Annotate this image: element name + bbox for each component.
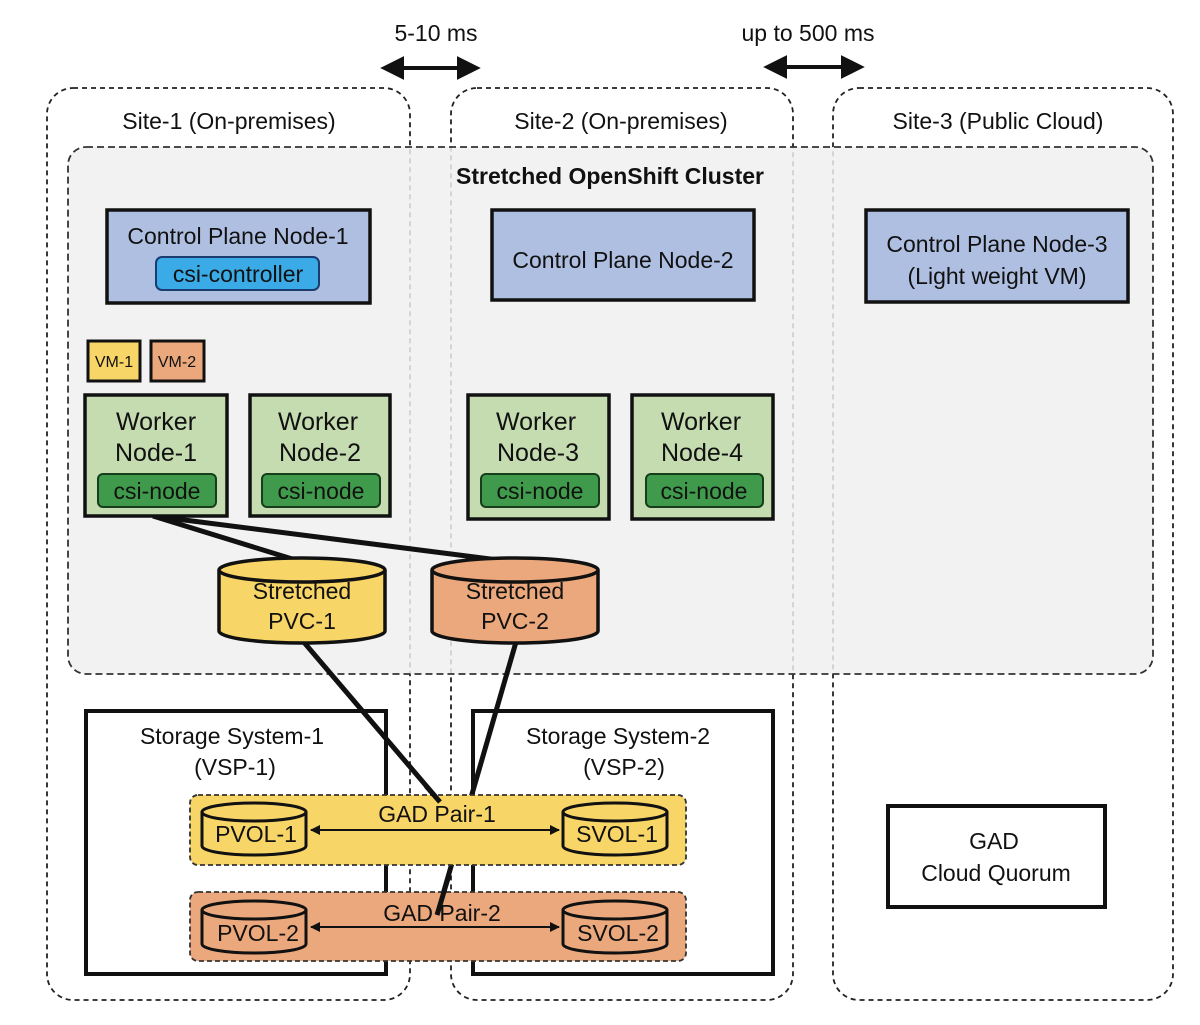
link-worker1-pvc1 [152,513,303,565]
worker-node-3-csi-node-badge [480,473,600,508]
gad-cloud-quorum-label-line1: GAD [969,828,1019,854]
stretched-pvc-2-label-line1: Stretched [466,578,564,604]
pvol-1-volume: PVOL-1 [200,801,308,857]
worker-node-3-csi-node-label: csi-node [497,478,584,504]
site-2-title: Site-2 (On-premises) [514,108,727,134]
stretched-pvc-1-label-line1: Stretched [253,578,351,604]
worker-node-1-label-line2: Node-1 [115,439,197,467]
site-3-title: Site-3 (Public Cloud) [893,108,1104,134]
control-plane-node-2-label: Control Plane Node-2 [512,247,733,273]
worker-node-2: Worker Node-2 csi-node [248,393,392,518]
latency-label-left: 5-10 ms [394,20,477,46]
worker-node-1-csi-node-badge [97,473,217,508]
storage-system-2-label-line2: (VSP-2) [583,754,665,780]
pvol-2-label: PVOL-2 [217,920,299,946]
pvol-1-label: PVOL-1 [215,821,297,847]
worker-node-4: Worker Node-4 csi-node [630,393,775,521]
control-plane-node-2: Control Plane Node-2 [490,208,756,302]
csi-controller-label: csi-controller [173,261,304,287]
pvol-2-volume: PVOL-2 [200,899,308,955]
worker-node-3: Worker Node-3 csi-node [466,393,611,521]
site-1-title: Site-1 (On-premises) [122,108,335,134]
control-plane-node-3-label-line2: (Light weight VM) [908,263,1087,289]
storage-system-1-label-line1: Storage System-1 [140,723,324,749]
worker-node-1: Worker Node-1 csi-node [83,393,229,518]
link-pvc1-storage2 [300,638,442,804]
stretched-pvc-2: Stretched PVC-2 [430,556,600,645]
worker-node-2-label-line2: Node-2 [279,439,361,467]
storage-system-2-label-line1: Storage System-2 [526,723,710,749]
control-plane-node-3: Control Plane Node-3 (Light weight VM) [864,208,1130,304]
cluster-title: Stretched OpenShift Cluster [456,163,764,189]
csi-controller-badge [155,256,320,291]
worker-node-4-label-line1: Worker [661,408,741,436]
svol-2-volume: SVOL-2 [561,899,669,955]
worker-node-4-csi-node-badge [645,473,764,508]
worker-node-2-label-line1: Worker [278,408,358,436]
control-plane-node-3-label-line1: Control Plane Node-3 [886,231,1107,257]
site-1-container [46,87,411,1001]
control-plane-node-1-label: Control Plane Node-1 [127,223,348,249]
link-pvc2-storage1 [434,641,519,916]
gad-cloud-quorum-label-line2: Cloud Quorum [921,860,1071,886]
stretched-pvc-1: Stretched PVC-1 [217,556,387,645]
link-worker1-pvc2 [152,513,515,565]
worker-node-4-csi-node-label: csi-node [661,478,748,504]
gad-cloud-quorum: GAD Cloud Quorum [886,804,1107,909]
svol-1-label: SVOL-1 [576,821,658,847]
vm-2: VM-2 [149,339,206,383]
site-3-container [832,87,1174,1001]
worker-node-1-label-line1: Worker [116,408,196,436]
latency-label-right: up to 500 ms [742,20,875,46]
worker-node-1-csi-node-label: csi-node [114,478,201,504]
control-plane-node-1: Control Plane Node-1 csi-controller [105,208,372,305]
worker-node-2-csi-node-badge [261,473,381,508]
link-pvc2-storage1-overlay [434,874,452,916]
link-pvc1-storage2-overlay [424,784,442,804]
vm-1: VM-1 [86,339,142,383]
svol-1-volume: SVOL-1 [561,801,669,857]
worker-node-3-label-line2: Node-3 [497,439,579,467]
stretched-pvc-1-label-line2: PVC-1 [268,608,336,634]
worker-node-2-csi-node-label: csi-node [278,478,365,504]
storage-system-1-label-line2: (VSP-1) [194,754,276,780]
gad-pair-1-label: GAD Pair-1 [378,801,496,827]
worker-node-4-label-line2: Node-4 [661,439,743,467]
svol-2-label: SVOL-2 [577,920,659,946]
stretched-pvc-2-label-line2: PVC-2 [481,608,549,634]
vm-2-label: VM-2 [158,354,196,371]
vm-1-label: VM-1 [95,354,133,371]
worker-node-3-label-line1: Worker [496,408,576,436]
